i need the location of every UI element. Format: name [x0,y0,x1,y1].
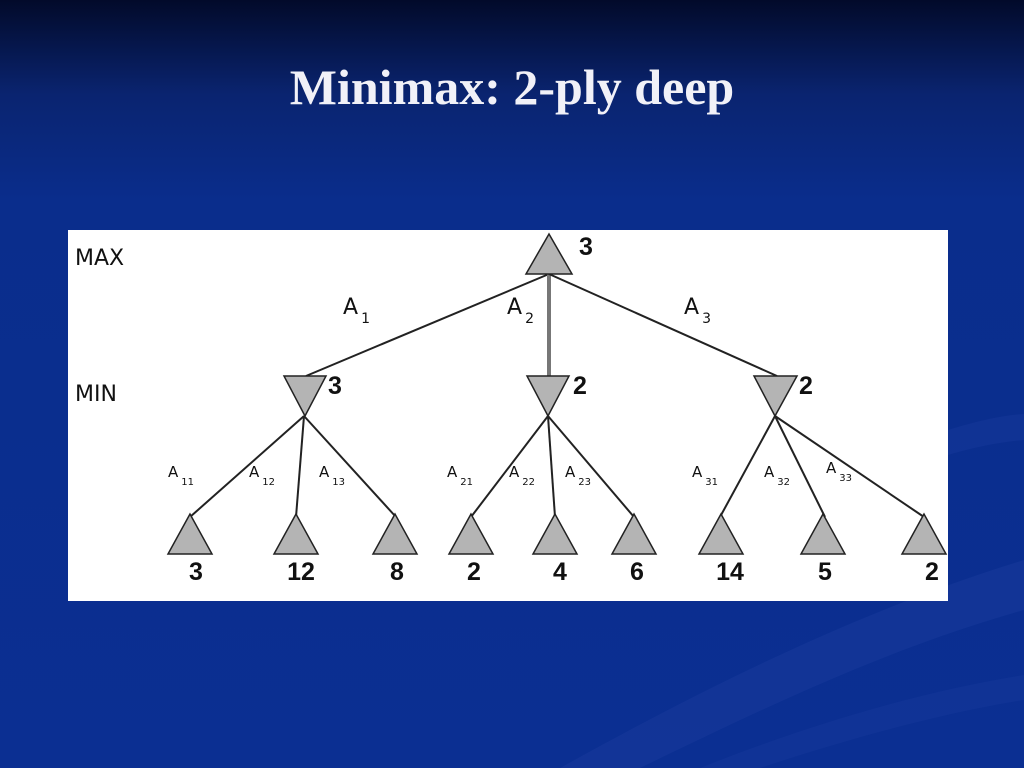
leaf-node-1 [166,512,214,555]
leaf-node-5 [531,512,579,555]
slide-title: Minimax: 2-ply deep [289,59,735,115]
leaf-node-7 [697,512,745,555]
leaf-node-6 [610,512,658,555]
leaf-value-6: 6 [630,558,644,586]
level-label-max: MAX [75,246,124,271]
move-label-a11: A11 [168,463,194,488]
min-node-1-value: 3 [328,372,342,400]
leaf-value-2: 12 [287,558,315,586]
leaf-node-2 [272,512,320,555]
root-value: 3 [579,233,593,261]
min-node-2 [525,375,571,418]
leaf-value-7: 14 [716,558,744,586]
move-label-a23: A23 [565,463,591,488]
leaf-node-8 [799,512,847,555]
edge-a32 [774,415,826,518]
leaf-value-5: 4 [553,558,567,586]
edge-a22 [547,415,556,518]
move-label-a32: A32 [764,463,790,488]
leaf-value-9: 2 [925,558,939,586]
edge-a23 [547,415,635,518]
min-node-3 [752,375,799,418]
leaf-node-3 [371,512,419,555]
move-label-a21: A21 [447,463,473,488]
min-node-2-value: 2 [573,372,587,400]
leaf-value-8: 5 [818,558,832,586]
leaf-value-4: 2 [467,558,481,586]
max-node-root [524,232,574,275]
move-label-a22: A22 [509,463,535,488]
leaf-value-3: 8 [390,558,404,586]
min-node-3-value: 2 [799,372,813,400]
leaf-node-9 [900,512,948,555]
leaf-node-4 [447,512,495,555]
edge-a12 [295,415,305,518]
level-label-min: MIN [75,382,117,407]
move-label-a31: A31 [692,463,718,488]
leaf-value-1: 3 [189,558,203,586]
edge-a21 [470,415,549,518]
edge-a1 [305,273,550,377]
move-label-a33: A33 [826,459,852,484]
min-node-1 [282,375,328,418]
edge-a3 [548,273,778,377]
edge-a13 [303,415,397,518]
edge-a11 [189,415,305,518]
edge-a33 [774,415,925,518]
move-label-a13: A13 [319,463,345,488]
move-label-a12: A12 [249,463,275,488]
edge-a31 [719,415,776,518]
